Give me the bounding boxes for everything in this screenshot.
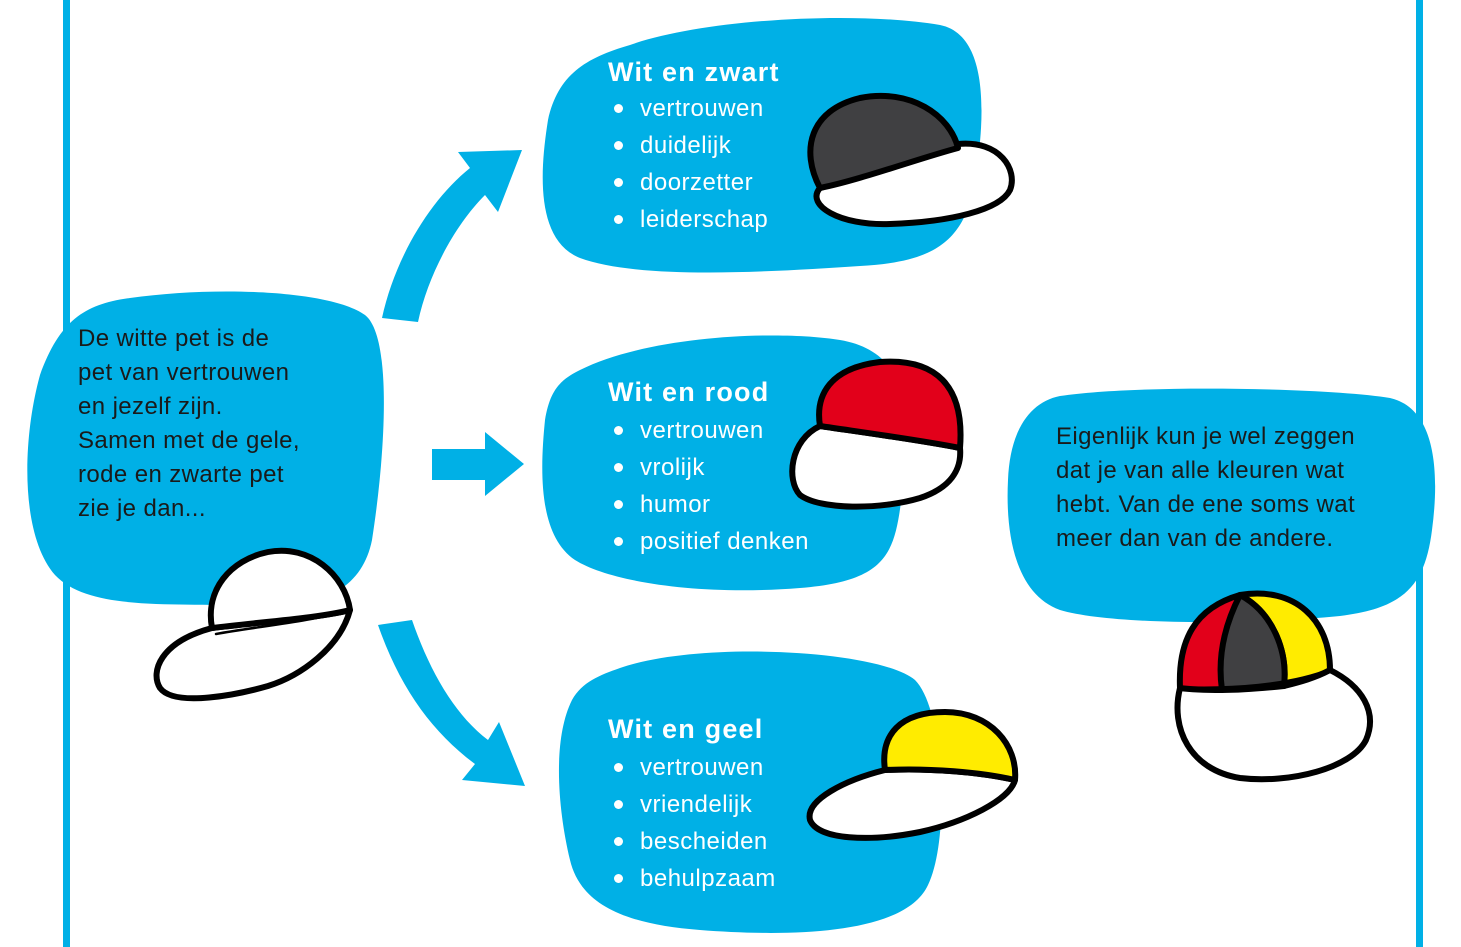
list-item-label: bescheiden [640,828,768,855]
bullet-icon [614,763,623,772]
bullet-icon [614,178,623,187]
list-item: duidelijk [610,127,768,164]
conclusion-line: dat je van alle kleuren wat [1056,457,1345,484]
list-item: vertrouwen [610,749,776,786]
list-item: leiderschap [610,201,768,238]
intro-line: pet van vertrouwen [78,359,290,386]
intro-line: De witte pet is de [78,325,270,352]
list-item-label: behulpzaam [640,865,776,892]
list-item: behulpzaam [610,860,776,897]
list-item-label: vrolijk [640,454,705,481]
group-list-red: vertrouwen vrolijk humor positief denken [610,412,809,560]
list-item: vriendelijk [610,786,776,823]
list-item: positief denken [610,523,809,560]
arrow-icon-down [378,620,525,786]
bullet-icon [614,141,623,150]
bullet-icon [614,837,623,846]
list-item: vertrouwen [610,90,768,127]
bullet-icon [614,426,623,435]
multicolor-cap-icon [1174,590,1373,783]
list-item-label: vertrouwen [640,417,764,444]
bullet-icon [614,463,623,472]
conclusion-line: meer dan van de andere. [1056,525,1334,552]
bullet-icon [614,500,623,509]
list-item: bescheiden [610,823,776,860]
group-list-black: vertrouwen duidelijk doorzetter leidersc… [610,90,768,238]
yellow-cap-icon [806,709,1019,841]
list-item-label: vertrouwen [640,95,764,122]
intro-line: en jezelf zijn. [78,393,223,420]
list-item: vrolijk [610,449,809,486]
conclusion-text: Eigenlijk kun je wel zeggen dat je van a… [1056,420,1416,556]
group-list-yellow: vertrouwen vriendelijk bescheiden behulp… [610,749,776,897]
group-title-yellow: Wit en geel [608,714,764,744]
list-item-label: positief denken [640,528,809,555]
black-cap-icon [807,92,1015,228]
arrow-icon-up [382,150,522,322]
bullet-icon [614,800,623,809]
intro-line: Samen met de gele, [78,427,300,454]
group-title-black: Wit en zwart [608,57,780,87]
bullet-icon [614,215,623,224]
list-item-label: duidelijk [640,132,732,159]
conclusion-blob [1007,388,1436,623]
arrow-icon-right [432,432,524,496]
list-item-label: vriendelijk [640,791,753,818]
list-item-label: doorzetter [640,169,754,196]
list-item: doorzetter [610,164,768,201]
intro-text: De witte pet is de pet van vertrouwen en… [78,322,358,526]
intro-line: rode en zwarte pet [78,461,284,488]
bullet-icon [614,104,623,113]
list-item: humor [610,486,809,523]
list-item: vertrouwen [610,412,809,449]
red-cap-icon [789,358,964,510]
intro-line: zie je dan... [78,495,206,522]
white-cap-icon [153,547,353,702]
conclusion-line: hebt. Van de ene soms wat [1056,491,1356,518]
bullet-icon [614,874,623,883]
conclusion-line: Eigenlijk kun je wel zeggen [1056,423,1355,450]
group-title-red: Wit en rood [608,377,770,407]
bullet-icon [614,537,623,546]
yellow-group-blob [558,651,942,933]
list-item-label: leiderschap [640,206,769,233]
red-group-blob [542,335,908,591]
intro-blob [27,291,384,607]
list-item-label: vertrouwen [640,754,764,781]
list-item-label: humor [640,491,711,518]
